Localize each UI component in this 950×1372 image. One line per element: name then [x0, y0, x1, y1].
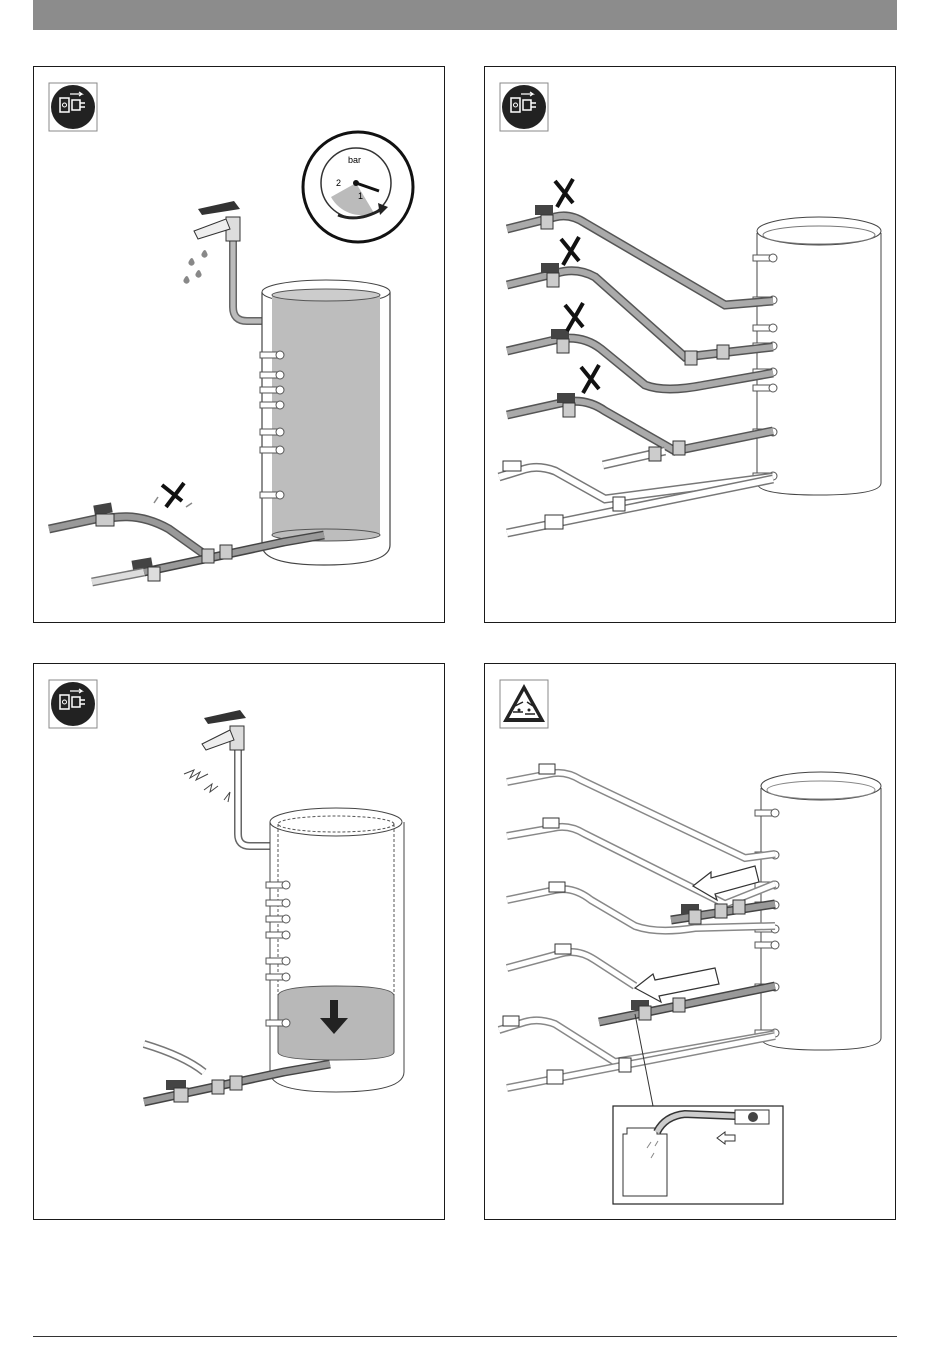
storage-tank: [753, 217, 881, 495]
closed-valve-marker: [154, 483, 192, 507]
header-bar: [33, 0, 897, 30]
panel-3: [33, 663, 445, 1220]
gauge-tick-label: 1: [358, 191, 363, 201]
pressure-gauge: bar 2 1: [303, 132, 413, 242]
footer-rule: [33, 1336, 897, 1337]
unplug-power-icon: [49, 680, 97, 728]
panel-4: [484, 663, 896, 1220]
gauge-unit-label: bar: [348, 155, 361, 165]
panel-1: bar 2 1: [33, 66, 445, 623]
gauge-tick-label: 2: [336, 178, 341, 188]
storage-tank: [260, 280, 390, 565]
faucet-icon: [184, 710, 279, 846]
drain-detail-inset: [613, 1106, 783, 1204]
panel-2: [484, 66, 896, 623]
unplug-power-icon: [49, 83, 97, 131]
unplug-power-icon: [500, 83, 548, 131]
closed-valve-markers: [555, 179, 599, 393]
storage-tank: [755, 772, 881, 1050]
heating-pipes: [499, 216, 773, 533]
heating-pipes: [499, 773, 775, 1088]
storage-tank: [266, 808, 404, 1092]
corrosive-warning-icon: [500, 680, 548, 728]
